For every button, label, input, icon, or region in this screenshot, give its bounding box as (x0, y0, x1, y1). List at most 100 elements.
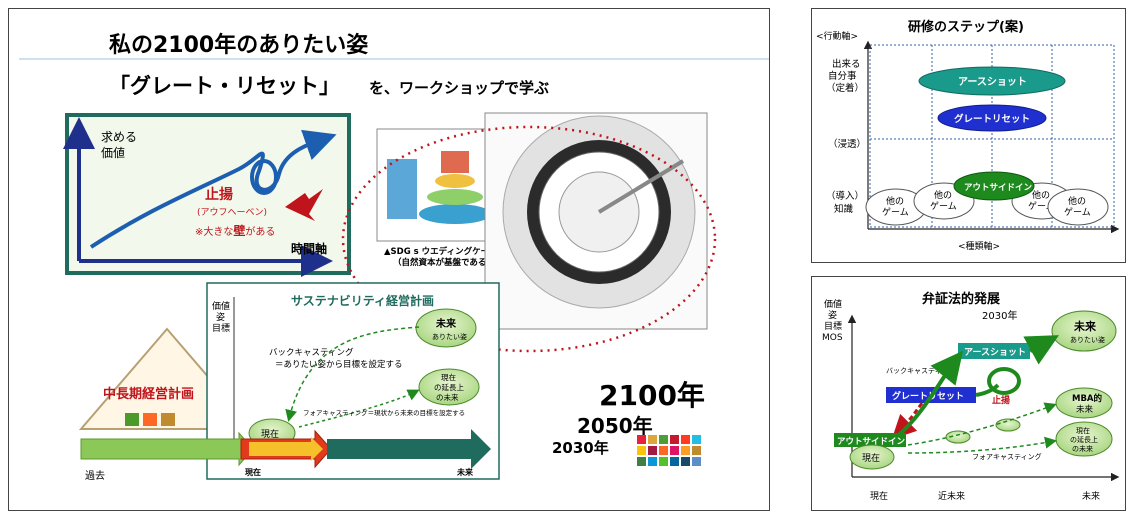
wall-note: ※大きな壁がある (195, 223, 275, 238)
dialectic-x-near: 近未来 (938, 490, 965, 502)
sustain-future-2: ありたい姿 (432, 332, 467, 341)
subtitle-bracket: 「グレート・リセット」 (109, 74, 340, 98)
subtitle-rest: を、ワークショップで学ぶ (369, 79, 549, 97)
steps-earthshot: アースショット (958, 76, 1027, 88)
dialectic-now: 現在 (862, 452, 880, 464)
sdg-icon-3 (161, 413, 175, 426)
dialectic-mba-2: 未来 (1076, 404, 1094, 415)
dialectic-red-arrow (891, 402, 924, 440)
dialectic-now-bubble (849, 444, 895, 470)
steps-title: 研修のステップ(案) (908, 19, 1024, 35)
sustain-backcast-arrow (285, 326, 420, 422)
mid-term-label: 中長期経営計画 (103, 386, 194, 402)
main-title: 私の2100年のありたい姿 (109, 32, 368, 58)
sustain-backcast-2: ＝ありたい姿から目標を設定する (275, 359, 403, 370)
focus-dotted-circle (341, 125, 717, 353)
sdg-icon-2 (143, 413, 157, 426)
sustain-future-1: 未来 (435, 317, 457, 330)
steps-great-reset: グレートリセット (954, 113, 1030, 125)
steps-row2: （浸透） (828, 138, 866, 150)
sdg-cake-middle (427, 189, 483, 205)
outsiding-oval (953, 171, 1035, 201)
dialectic-loop-link (975, 383, 1000, 397)
steps-canvas: 研修のステップ(案) <行動軸> 出来る 自分事 （定着） （浸透） （導入） … (816, 19, 1120, 252)
sustain-backcast-1: バックキャスティング (269, 347, 354, 358)
dialectic-canvas: 弁証法的発展 2030年 価値 姿 目標 MOS 未来 ありたい姿 アースショッ… (822, 291, 1120, 502)
aufheben-reading: (アウフヘーベン) (197, 207, 267, 218)
value-ylabel-1: 求める (101, 130, 137, 144)
sdg-caption-2: （自然資本が基盤である） (393, 257, 495, 268)
sustain-ext-1: 現在 (441, 372, 456, 382)
sustain-title: サステナビリティ経営計画 (291, 293, 434, 308)
sustain-ext-3: の未来 (436, 392, 459, 402)
other-game-1-b: ゲーム (882, 206, 909, 218)
dialectic-panel: 弁証法的発展 2030年 価値 姿 目標 MOS 未来 ありたい姿 アースショッ… (811, 276, 1126, 511)
value-ylabel-2: 価値 (101, 145, 125, 160)
steps-outsiding: アウトサイドイン (964, 183, 1033, 193)
dialectic-y-1: 価値 (824, 298, 842, 310)
dialectic-future-bubble (1051, 310, 1117, 352)
dialectic-rise-arrow (894, 350, 963, 439)
dialectic-ext-1: 現在 (1076, 426, 1090, 435)
year-2030: 2030年 (552, 439, 609, 457)
future-axis-label: 未来 (456, 467, 474, 477)
sustain-ylabel-1: 価値 (212, 300, 230, 312)
steps-row1-b: 自分事 (828, 70, 857, 82)
dialectic-y-4: MOS (822, 333, 843, 343)
dialectic-aufheben: 止揚 (992, 394, 1010, 406)
earthshot-oval (918, 66, 1066, 96)
dialectic-mba-path (907, 402, 1057, 446)
dialectic-future-1: 未来 (1073, 319, 1097, 333)
other-game-3-a: 他の (1032, 189, 1050, 201)
steps-panel: 研修のステップ(案) <行動軸> 出来る 自分事 （定着） （浸透） （導入） … (811, 8, 1126, 263)
steps-row3-a: （導入） (826, 190, 864, 202)
sustain-future-bubble (415, 308, 477, 348)
sdg-icons-grid (637, 435, 701, 466)
wheel-image (484, 112, 708, 330)
sdg-cake-icons-left (387, 159, 417, 219)
other-game-1-a: 他の (886, 195, 904, 207)
dialectic-earthshot-arrow (1023, 335, 1060, 365)
wall-arrow-icon (285, 189, 323, 221)
dialectic-title: 弁証法的発展 (922, 291, 1001, 307)
other-game-4-b: ゲーム (1064, 206, 1091, 218)
dialectic-y-3: 目標 (824, 320, 842, 332)
sustain-forecast-arrow (298, 389, 420, 428)
steps-row1-a: 出来る (832, 58, 861, 70)
dialectic-loop (987, 367, 1021, 395)
other-game-2-b: ゲーム (930, 200, 957, 212)
future-arrow (327, 429, 491, 469)
steps-x-axis-label: <種類軸> (958, 240, 1000, 252)
steps-row1-c: （定着） (826, 82, 864, 94)
aufheben-label: 止揚 (205, 186, 233, 203)
value-chart: 求める 価値 止揚 (アウフヘーベン) ※大きな壁がある 時間軸 (63, 113, 351, 277)
sustain-extension-bubble (418, 368, 480, 406)
sdg-cake-crown (441, 151, 469, 173)
great-reset-oval (937, 104, 1047, 132)
dialectic-ext-path (907, 436, 1057, 454)
dialectic-step-2 (995, 418, 1021, 432)
sustain-ylabel-3: 目標 (212, 322, 230, 334)
sdg-cake-base (419, 204, 491, 224)
dialectic-ext-3: の未来 (1072, 444, 1093, 453)
sustain-ylabel-2: 姿 (216, 311, 225, 323)
now-arrow-yellow (249, 437, 323, 461)
dialectic-ext-2: の延長上 (1070, 435, 1098, 444)
dialectic-backcasting: バックキャスティング (886, 366, 956, 375)
year-2050: 2050年 (577, 414, 653, 438)
value-curve-loop (250, 159, 278, 195)
other-game-2-a: 他の (934, 189, 952, 201)
sustain-ext-2: の延長上 (434, 382, 464, 392)
dialectic-earthshot-box (958, 343, 1030, 359)
other-game-4 (1047, 188, 1109, 226)
sustain-now: 現在 (261, 428, 279, 440)
wheel-needle (597, 159, 685, 214)
sdg-caption-1: ▲SDG s ウエディングケーキ (384, 246, 498, 257)
sustain-forecast: フォアキャスティング＝現状から未来の目標を設定する (303, 408, 465, 417)
dialectic-mba-1: MBA的 (1072, 393, 1103, 404)
dialectic-forecasting: フォアキャスティング (972, 452, 1042, 461)
sdg-cake-top (435, 174, 475, 188)
dialectic-outsiding-box (834, 433, 906, 447)
main-slide-canvas: 私の2100年のありたい姿 「グレート・リセット」 を、ワークショップで学ぶ 求… (19, 32, 769, 482)
dialectic-x-future: 未来 (1082, 490, 1100, 502)
